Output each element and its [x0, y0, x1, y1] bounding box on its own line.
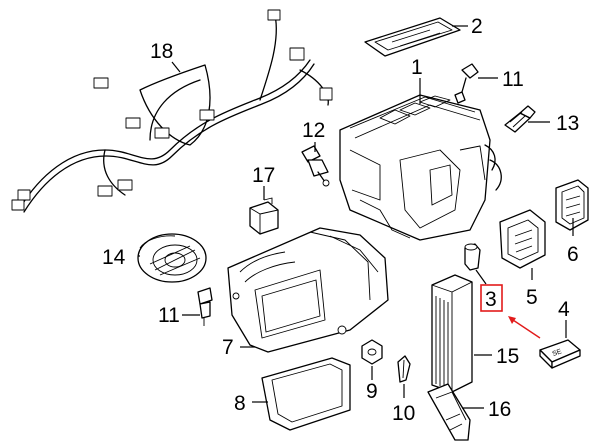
sensor-part-lower	[197, 287, 213, 326]
blower-motor-part	[137, 233, 207, 283]
callout-6: 6	[567, 243, 579, 266]
seal-frame-part	[261, 357, 351, 431]
cabin-filter-part	[431, 274, 473, 393]
sensor-part-top	[454, 63, 479, 104]
callout-13: 13	[556, 112, 579, 135]
callout-16: 16	[488, 398, 511, 421]
callout-4: 4	[558, 298, 570, 321]
sensor-part-13	[504, 105, 536, 133]
callout-15: 15	[496, 345, 519, 368]
leader-lines	[138, 25, 574, 409]
sensor-part-3	[464, 243, 481, 271]
callout-labels: 1 2 3 4 5 6 7 8 9 10 11 11 12 13 14 15 1…	[102, 15, 579, 425]
nut-part	[361, 339, 383, 365]
vent-bezel-5	[499, 209, 546, 269]
callout-11-top: 11	[502, 68, 524, 91]
callout-18: 18	[150, 40, 173, 63]
callout-10: 10	[392, 402, 415, 425]
resistor-part	[249, 197, 279, 235]
label-graphic: SE	[552, 348, 563, 358]
callout-8: 8	[234, 392, 246, 415]
wiring-harness-part	[11, 9, 333, 213]
callout-9: 9	[366, 380, 378, 403]
bracket-part	[427, 383, 471, 441]
blower-housing-part	[227, 227, 389, 353]
callout-17: 17	[252, 164, 275, 187]
callout-2: 2	[471, 15, 483, 38]
callout-12: 12	[302, 119, 325, 142]
filter-cover-part	[364, 17, 461, 57]
label-part: SE	[539, 339, 581, 369]
callout-1: 1	[411, 56, 423, 79]
callout-7: 7	[222, 336, 234, 359]
hvac-housing-part	[339, 94, 502, 241]
clip-part	[397, 355, 411, 383]
callout-14: 14	[102, 246, 126, 269]
vent-part-6	[555, 179, 589, 231]
callout-5: 5	[526, 286, 538, 309]
callout-3: 3	[485, 288, 497, 311]
highlight-callout-3	[480, 284, 541, 339]
callout-11-lower: 11	[158, 304, 180, 327]
